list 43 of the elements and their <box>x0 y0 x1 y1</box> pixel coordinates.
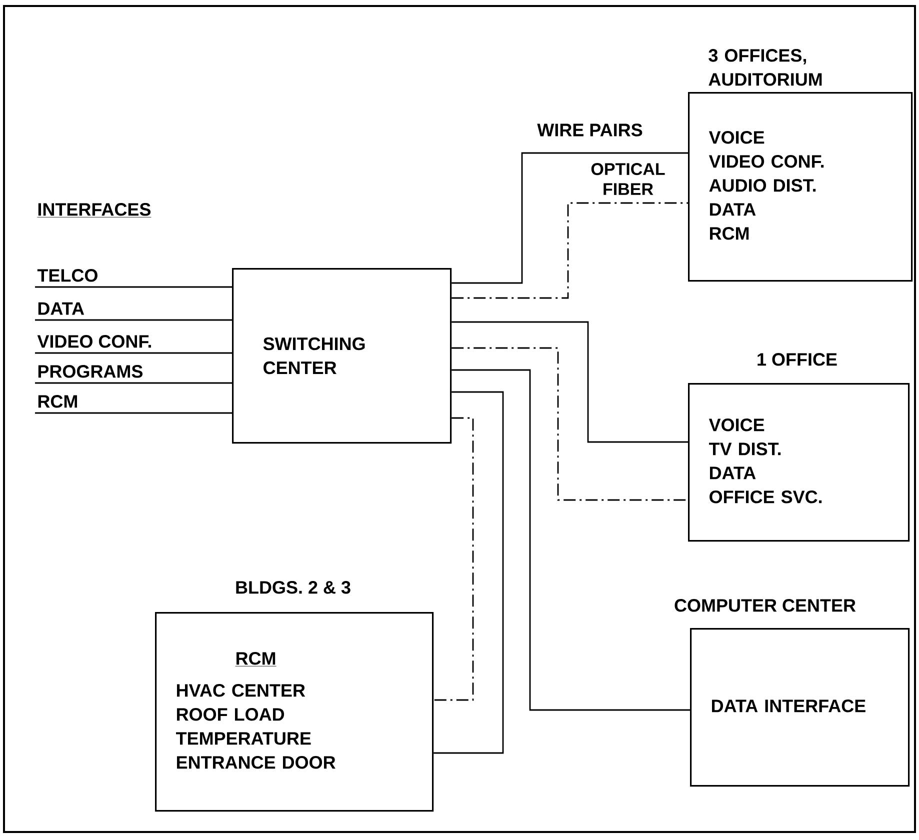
location-box: VOICE VIDEO CONF. AUDIO DIST. DATA RCM <box>688 92 913 282</box>
connector-line <box>35 412 232 414</box>
node-label: OFFICE SVC. <box>710 490 822 504</box>
location-heading: BLDGS. 2 & 3 <box>236 581 350 594</box>
edge-label: WIRE PAIRS <box>536 122 644 138</box>
node-label: ROOF LOAD <box>177 708 284 721</box>
interface-label: PROGRAMS <box>38 365 142 378</box>
interface-label: DATA <box>38 302 84 315</box>
connector-line <box>452 321 688 443</box>
node-label: RCM <box>236 652 276 665</box>
node-label: VOICE <box>708 418 764 432</box>
node-label: AUDIO DIST. <box>709 179 816 192</box>
connector-line <box>35 382 232 384</box>
connector-line <box>434 417 474 701</box>
node-label: DATA <box>710 203 756 216</box>
section-heading: INTERFACES <box>37 203 152 218</box>
interface-label: TELCO <box>37 269 98 282</box>
connector-line <box>35 286 232 288</box>
connector-line <box>35 319 232 321</box>
node-label: TEMPERATURE <box>176 732 311 745</box>
location-box: DATA INTERFACE <box>690 628 910 787</box>
node-label: VOICE <box>708 131 764 144</box>
edge-label: OPTICAL FIBER <box>577 162 679 196</box>
switching-box: SWITCHING CENTER <box>232 268 452 444</box>
location-heading: 3 OFFICES, AUDITORIUM <box>708 49 822 86</box>
interface-label: RCM <box>38 395 77 408</box>
location-heading: 1 OFFICE <box>758 353 837 366</box>
connector-line <box>35 352 232 354</box>
location-box: VOICE TV DIST. DATA OFFICE SVC. <box>688 383 910 542</box>
connector-line <box>452 202 688 299</box>
node-label: ENTRANCE DOOR <box>177 756 336 769</box>
interface-label: VIDEO CONF. <box>37 335 151 348</box>
node-label: DATA <box>710 466 756 480</box>
node-label: RCM <box>710 227 749 240</box>
connector-line <box>452 347 688 501</box>
node-label: HVAC CENTER <box>177 684 306 697</box>
location-heading: COMPUTER CENTER <box>674 599 856 612</box>
connector-line <box>452 152 688 284</box>
connector-line <box>452 369 690 711</box>
node-label: VIDEO CONF. <box>708 155 824 168</box>
node-label: TV DIST. <box>709 442 781 456</box>
location-box: RCM HVAC CENTER ROOF LOAD TEMPERATURE ENTRANCE DOOR <box>155 612 434 812</box>
connector-line <box>434 391 504 754</box>
